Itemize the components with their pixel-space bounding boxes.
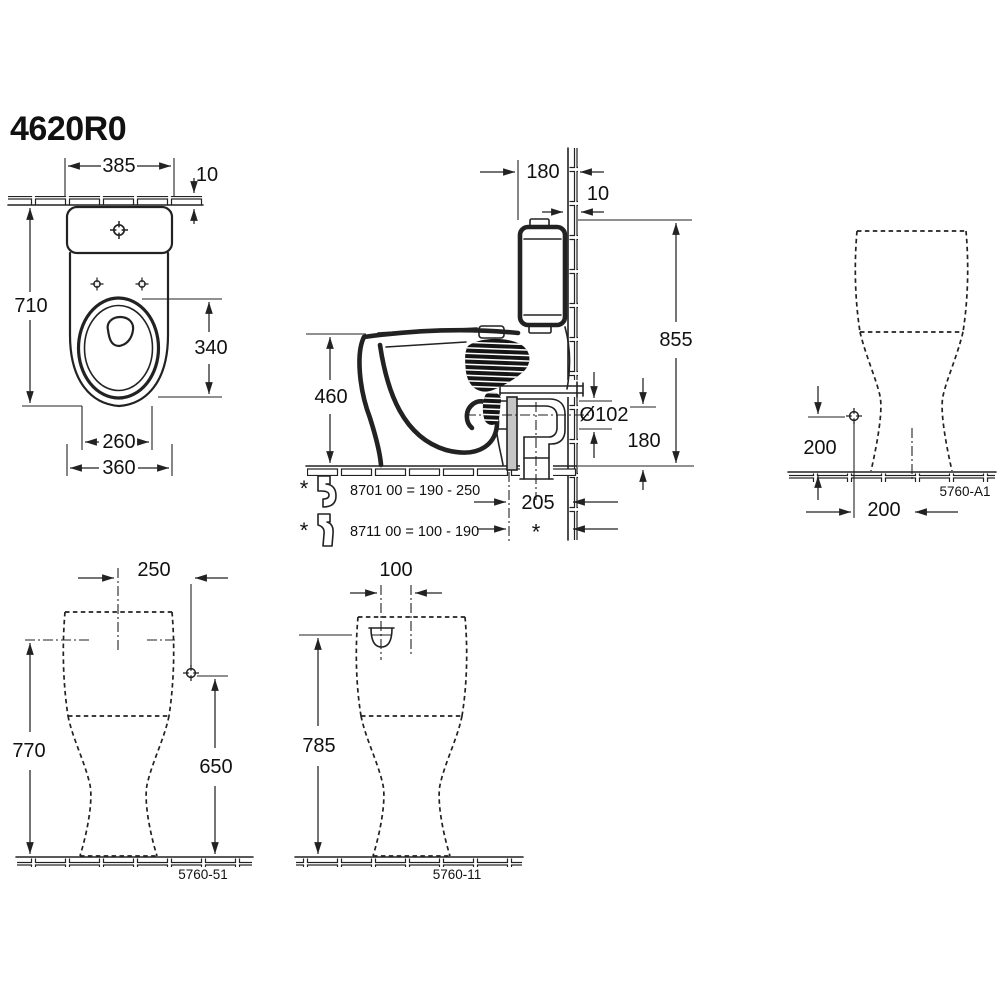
note-mark: * <box>300 476 309 501</box>
rear-view-11: 100 785 5760-11 <box>294 559 524 882</box>
dim-label: 460 <box>314 386 347 408</box>
wall-hatch <box>569 148 578 540</box>
dim-inlet-offset: 100 <box>350 559 442 597</box>
rear-view-51: 250 770 650 5760-51 <box>12 559 254 882</box>
dim-outlet-wall-distance: 205 <box>474 492 618 514</box>
note-text: 8711 00 = 100 - 190 <box>350 524 479 540</box>
bowl-outline <box>357 325 571 468</box>
dim-label: 855 <box>659 329 692 351</box>
dim-seat-length: 340 <box>142 298 228 398</box>
water-surface-outline <box>106 315 135 348</box>
water-inlet-icon <box>368 627 395 648</box>
floor-hatch <box>17 858 252 867</box>
outlet-connector <box>497 381 584 480</box>
dim-total-depth: 710 <box>14 208 82 407</box>
wall-hatch <box>8 196 203 205</box>
dim-label: Ø102 <box>580 404 629 426</box>
dim-label: 250 <box>137 559 170 581</box>
dim-label: 340 <box>194 337 227 359</box>
dim-label: 385 <box>102 155 135 177</box>
dim-inlet-height: 785 <box>299 634 352 854</box>
body-outline-dashed <box>854 230 969 472</box>
offset-connector-icon <box>317 513 334 547</box>
page-title: 4620R0 <box>10 110 126 148</box>
dim-label: 360 <box>102 457 135 479</box>
note-mark: * <box>300 518 309 543</box>
dim-variable-distance: * <box>477 520 618 545</box>
dim-label: 180 <box>526 161 559 183</box>
dim-tank-width: 385 <box>64 155 175 196</box>
dim-wall-thickness-side: 10 <box>542 183 609 216</box>
dim-body-width: 360 <box>66 444 173 479</box>
dim-label: 205 <box>521 492 554 514</box>
cistern-outline <box>517 218 568 334</box>
dim-cistern-wall-distance: 180 <box>480 160 604 220</box>
dim-label: 770 <box>12 740 45 762</box>
dim-inlet-offset: 200 <box>806 424 958 521</box>
dim-rim-height: 460 <box>306 333 366 463</box>
flush-button <box>529 218 550 228</box>
bend-connector-icon <box>317 475 337 508</box>
pan-outline <box>68 251 170 408</box>
note-text: 8701 00 = 190 - 250 <box>350 483 480 499</box>
dim-inlet-height: 200 <box>803 386 845 500</box>
dim-inlet-height: 650 <box>199 679 233 854</box>
dim-label: 10 <box>587 183 609 205</box>
dim-wall-thickness-top: 10 <box>190 164 218 224</box>
inlet-point-marker <box>845 407 863 425</box>
dim-lid-height: 770 <box>12 643 46 854</box>
side-view: 180 10 855 460 Ø102 <box>305 147 694 545</box>
dim-inlet-offset: 250 <box>78 559 228 582</box>
seat-fixing-marker <box>134 276 150 292</box>
bowl-opening-outline <box>83 304 154 392</box>
dim-label: 10 <box>196 164 218 186</box>
variable-mark: * <box>532 520 541 545</box>
note-bend-connector: * 8701 00 = 190 - 250 <box>300 475 480 508</box>
floor-hatch <box>789 473 995 482</box>
dim-seat-width: 260 <box>81 406 153 453</box>
seat-hinge <box>478 325 505 339</box>
dim-label: 100 <box>379 559 412 581</box>
dim-label: 785 <box>302 735 335 757</box>
dim-label: 200 <box>803 437 836 459</box>
inlet-point-marker <box>182 664 200 682</box>
dim-total-height: 855 <box>578 219 693 463</box>
dim-label: 180 <box>627 430 660 452</box>
top-view: 385 10 710 340 260 <box>7 155 228 479</box>
floor-hatch <box>296 858 522 867</box>
outlet-flange <box>506 396 518 471</box>
floor-hatch <box>307 467 577 476</box>
dim-outlet-diameter: Ø102 <box>579 372 628 458</box>
flush-channel-section <box>465 338 530 425</box>
fixing-point-marker <box>109 220 129 240</box>
dim-label: 650 <box>199 756 232 778</box>
note-offset-connector: * 8711 00 = 100 - 190 <box>300 513 479 547</box>
dim-label: 260 <box>102 431 135 453</box>
dim-label: 200 <box>867 499 900 521</box>
view-label: 5760-51 <box>178 867 228 882</box>
connector-notes: * 8701 00 = 190 - 250 * 8711 00 = 100 - … <box>300 475 480 547</box>
seat-ring-outline <box>76 296 161 400</box>
seat-fixing-marker <box>89 276 105 292</box>
body-outline-dashed <box>62 611 175 857</box>
view-label: 5760-A1 <box>939 484 990 499</box>
dim-outlet-height: 180 <box>627 378 661 490</box>
view-label: 5760-11 <box>433 867 482 882</box>
cistern-top-outline <box>65 205 174 255</box>
dim-label: 710 <box>14 295 47 317</box>
rear-view-a1: 200 200 5760-A1 <box>787 230 997 521</box>
body-outline-dashed <box>355 616 468 857</box>
